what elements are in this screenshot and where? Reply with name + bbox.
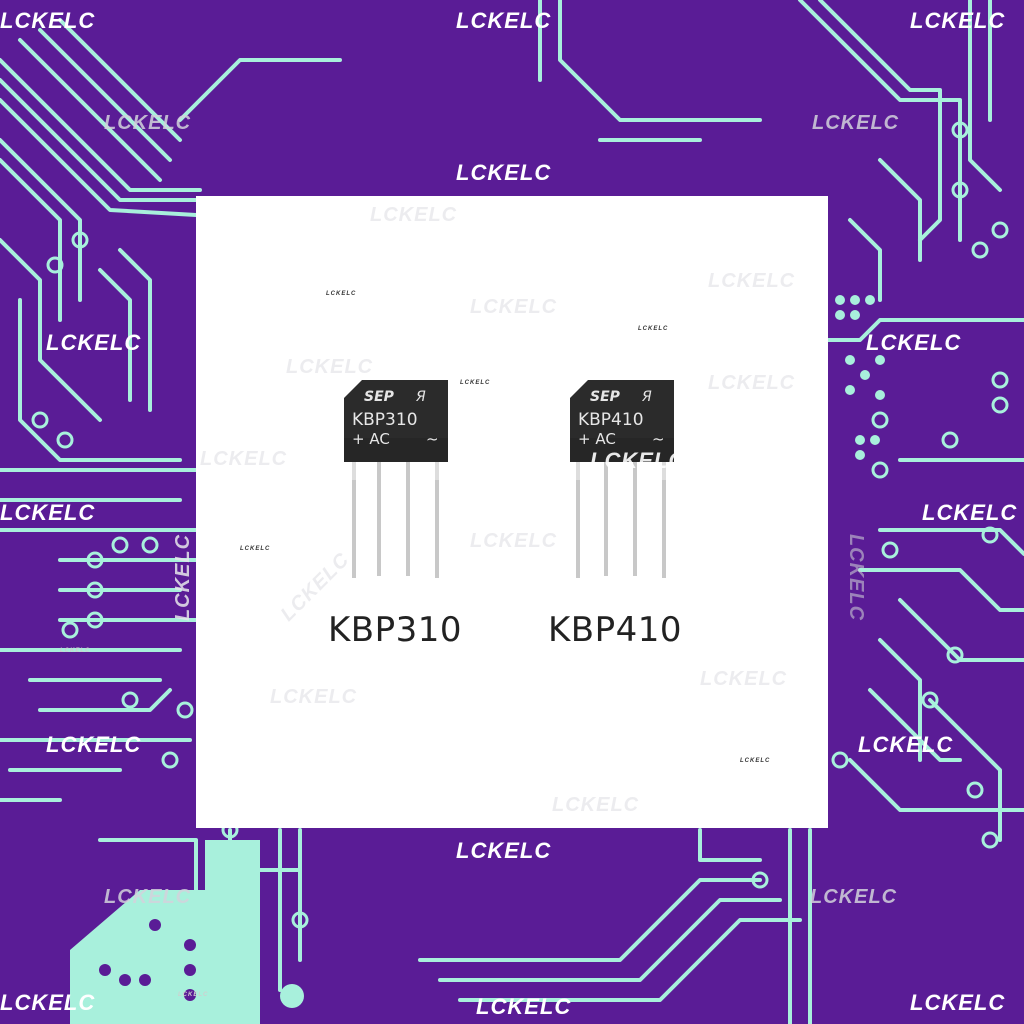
chip-pin-marks: + AC: [578, 430, 616, 448]
watermark-small: LCKELC: [60, 648, 91, 654]
watermark: LCKELC: [456, 8, 552, 33]
watermark: LCKELC: [700, 668, 788, 690]
chip-logo: SEP: [364, 389, 395, 405]
watermark: LCKELC: [476, 994, 572, 1019]
watermark: LCKELC: [456, 160, 552, 185]
watermark: LCKELC: [470, 530, 558, 552]
watermark: LCKELC: [104, 886, 192, 908]
svg-text:Я: Я: [415, 389, 426, 405]
watermark: LCKELC: [922, 500, 1018, 525]
chip-model: KBP410: [578, 410, 644, 430]
watermark: LCKELC: [286, 356, 374, 378]
watermark: LCKELC: [0, 8, 96, 33]
watermark: LCKELC: [552, 794, 640, 816]
bridge-rectifier-kbp310: SEP Я KBP310 + AC ~: [342, 378, 448, 578]
svg-text:~: ~: [652, 430, 665, 448]
watermark-small: LCKELC: [240, 546, 271, 552]
svg-text:Я: Я: [641, 389, 652, 405]
watermark-small: LCKELC: [460, 380, 491, 386]
product-card: SEP Я KBP310 + AC ~ SEP Я KBP410 + A: [196, 196, 828, 828]
watermark: LCKELC: [46, 330, 142, 355]
watermark: LCKELC: [470, 296, 558, 318]
watermark: LCKELC: [270, 686, 358, 708]
watermark-small: LCKELC: [740, 758, 771, 764]
watermark: LCKELC: [590, 448, 686, 473]
watermark: LCKELC: [845, 533, 868, 622]
watermark: LCKELC: [910, 8, 1006, 33]
watermark: LCKELC: [910, 990, 1006, 1015]
watermark: LCKELC: [0, 500, 96, 525]
watermark-small: LCKELC: [326, 291, 357, 297]
watermark: LCKELC: [708, 372, 796, 394]
watermark: LCKELC: [708, 270, 796, 292]
watermark-small: LCKELC: [638, 326, 669, 332]
watermark: LCKELC: [812, 112, 900, 134]
svg-text:~: ~: [426, 430, 439, 448]
bridge-rectifier-kbp410: SEP Я KBP410 + AC ~: [568, 378, 674, 578]
chip-pin-marks: + AC: [352, 430, 390, 448]
watermark: LCKELC: [0, 990, 96, 1015]
watermark: LCKELC: [104, 112, 192, 134]
chip-model: KBP310: [352, 410, 418, 430]
watermark: LCKELC: [200, 448, 288, 470]
part-label-kbp410: KBP410: [548, 610, 683, 650]
watermark: LCKELC: [810, 886, 898, 908]
watermark: LCKELC: [370, 204, 458, 226]
watermark: LCKELC: [46, 732, 142, 757]
watermark: LCKELC: [456, 838, 552, 863]
watermark: LCKELC: [858, 732, 954, 757]
part-label-kbp310: KBP310: [328, 610, 463, 650]
watermark: LCKELC: [866, 330, 962, 355]
watermark: LCKELC: [172, 533, 195, 622]
watermark-small: LCKELC: [178, 992, 209, 998]
chip-logo: SEP: [590, 389, 621, 405]
